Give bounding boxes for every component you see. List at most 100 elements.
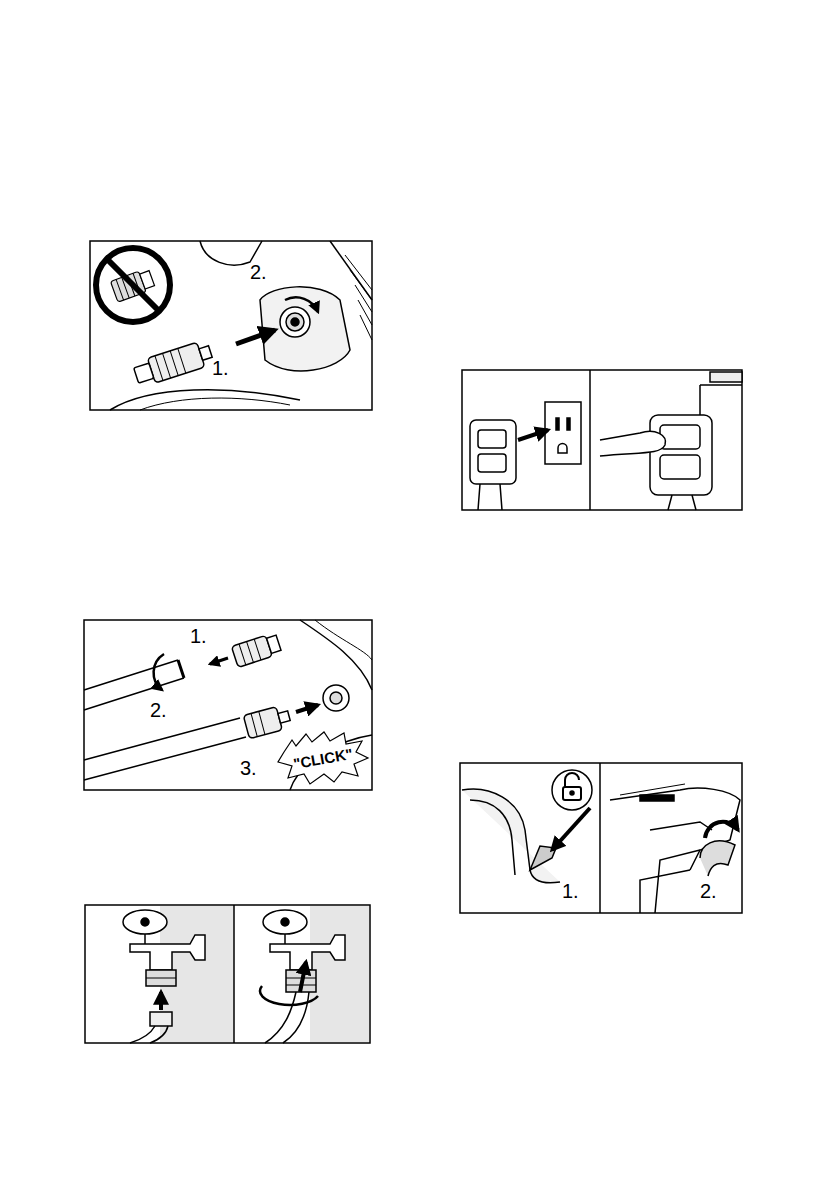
step-number: 1. [212,358,229,378]
hose-connector-figure-part-part [243,707,282,739]
hose-connector-figure-part [210,658,228,664]
trigger-lock-figure-part [570,791,574,795]
inlet-adapter-figure-part [291,318,299,326]
hose-connector-figure-part-part [251,711,265,736]
trigger-lock-figure-part [565,773,579,787]
step-number: 1. [190,626,207,646]
step-number: 3. [240,758,257,778]
hose-connector-figure-part [300,620,372,690]
plug-in-figure-part [556,418,559,430]
inlet-adapter-figure [90,241,372,410]
inlet-adapter-figure-part [280,307,310,337]
inlet-adapter-figure-part [345,255,372,340]
hose-connector-figure-part [154,654,164,690]
step-number: 2. [250,262,267,282]
trigger-lock-figure-part [640,850,700,913]
hose-connector-figure [84,620,372,790]
tap-connection-figure [85,905,370,1043]
tap-connection-figure-part [130,1026,168,1043]
tap-connection-figure-part [141,918,149,926]
hose-connector-figure-part [315,620,372,660]
trigger-lock-figure-part [705,822,738,838]
inlet-adapter-figure-part-part [155,348,186,380]
hose-connector-figure-part [243,704,292,739]
hose-connector-figure-part-part [278,711,290,723]
step-number: 2. [150,700,167,720]
hose-connector-figure-part-part [239,639,261,665]
tap-connection-figure-part [123,910,167,934]
tap-connection-figure-part [263,910,307,934]
hose-connector-figure-part-part [231,635,272,667]
plug-in-figure-part [589,370,591,510]
inlet-adapter-figure-part-part [96,248,170,322]
plug-in-figure-part [478,484,502,510]
inlet-adapter-figure-part [285,297,318,312]
plug-in-figure-part [478,430,506,448]
trigger-lock-figure-part [552,808,590,850]
plug-in-figure [462,370,742,510]
inlet-adapter-figure-part [110,390,300,410]
plug-in-figure-part [710,372,742,382]
inlet-adapter-figure-part [286,313,304,331]
tap-connection-figure-part [85,905,370,1043]
step-number: 2. [700,881,717,901]
plug-in-figure-part [650,415,712,495]
tap-connection-figure-part [270,935,345,970]
plug-in-figure-part [470,420,516,484]
trigger-lock-figure-part [563,787,581,800]
plug-in-figure-part [567,418,570,430]
hose-connector-figure-part [323,685,349,711]
step-number: 1. [562,881,579,901]
trigger-lock-figure [460,763,742,913]
hose-connector-figure-part [178,660,184,678]
plug-in-figure-part [660,455,700,479]
trigger-lock-figure-part [462,789,560,883]
hose-connector-figure-part [84,660,184,710]
plug-in-figure-part [545,402,581,464]
plug-in-figure-part [558,444,567,454]
plug-in-figure-part [478,454,506,472]
trigger-lock-figure-part [640,795,674,801]
inlet-adapter-figure-part-part [199,346,212,361]
trigger-lock-figure-part [460,763,742,913]
inlet-adapter-figure-part-part [134,363,154,383]
inlet-adapter-figure-part [236,330,275,344]
inlet-adapter-figure-part [90,241,372,410]
plug-in-figure-part [660,425,700,449]
inlet-adapter-figure-part-part [107,259,159,311]
tap-connection-figure-part [281,918,289,926]
hose-connector-figure-part [84,620,372,790]
hose-connector-figure-part [296,705,318,712]
inlet-adapter-figure-part [132,339,214,388]
tap-connection-figure-part [265,992,309,1043]
tap-connection-figure-part [300,962,306,992]
plug-in-figure-part [462,370,742,510]
hose-connector-figure-part [231,632,282,667]
plug-in-figure-part [600,431,665,456]
plug-in-figure-part [668,495,696,510]
plug-in-figure-part [518,430,548,440]
trigger-lock-figure-part [599,763,601,913]
tap-connection-figure-part [233,905,235,1043]
tap-connection-figure-part [310,906,369,1042]
tap-connection-figure-part [144,934,146,944]
trigger-lock-figure-part [470,800,515,875]
trigger-lock-figure-part [700,841,735,876]
inlet-adapter-figure-part-part [147,342,204,383]
hose-connector-figure-part [278,732,368,784]
tap-connection-figure-part [150,1012,172,1026]
inlet-adapter-figure-part [140,398,290,410]
tap-connection-figure-part [146,978,176,979]
inlet-adapter-figure-part [96,248,170,322]
hose-connector-figure-part [330,692,342,704]
tap-connection-figure-part [260,986,318,1005]
tap-connection-figure-part [130,935,205,970]
tap-connection-figure-part [159,992,163,1010]
tap-connection-figure-part [284,934,286,944]
trigger-lock-figure-part [620,784,685,795]
tap-connection-figure-part [146,970,176,986]
inlet-adapter-figure-part-part-part [140,271,155,289]
trigger-lock-figure-part [650,822,712,830]
